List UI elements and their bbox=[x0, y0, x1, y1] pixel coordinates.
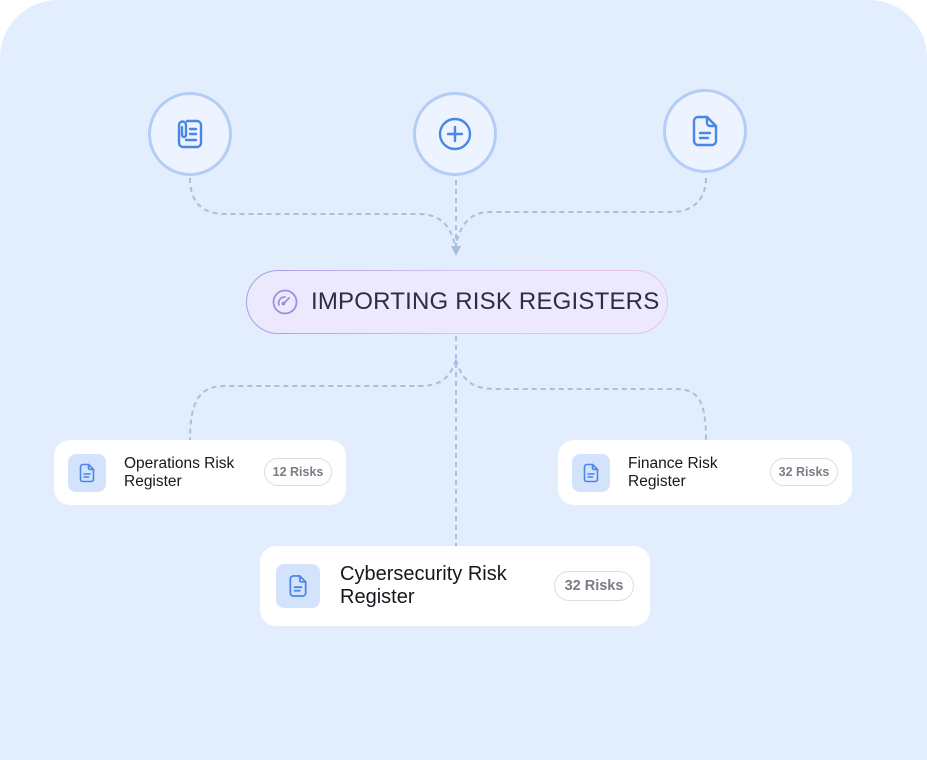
risk-count-badge: 32 Risks bbox=[554, 571, 634, 601]
document-icon bbox=[572, 453, 610, 492]
source-add-new[interactable] bbox=[413, 92, 497, 176]
gauge-icon bbox=[271, 288, 299, 316]
source-clipboard-document[interactable] bbox=[148, 92, 232, 176]
card-title: Finance Risk Register bbox=[628, 454, 718, 490]
importing-status-pill: IMPORTING RISK REGISTERS bbox=[246, 270, 668, 334]
output-card-operations[interactable]: Operations Risk Register 12 Risks bbox=[54, 440, 346, 505]
document-icon bbox=[68, 453, 106, 492]
risk-count-badge: 32 Risks bbox=[770, 458, 838, 486]
connector-lines bbox=[189, 177, 707, 546]
plus-circle-icon bbox=[438, 117, 472, 151]
card-title: Cybersecurity Risk Register bbox=[340, 563, 507, 608]
document-icon bbox=[276, 564, 320, 608]
card-title: Operations Risk Register bbox=[124, 454, 235, 490]
output-card-finance[interactable]: Finance Risk Register 32 Risks bbox=[558, 440, 852, 505]
risk-count-badge: 12 Risks bbox=[264, 458, 332, 486]
hub-label: IMPORTING RISK REGISTERS bbox=[311, 288, 660, 315]
document-icon bbox=[692, 115, 718, 147]
output-card-cybersecurity[interactable]: Cybersecurity Risk Register 32 Risks bbox=[260, 546, 650, 626]
paperclip-document-icon bbox=[177, 119, 203, 149]
source-document-file[interactable] bbox=[663, 89, 747, 173]
